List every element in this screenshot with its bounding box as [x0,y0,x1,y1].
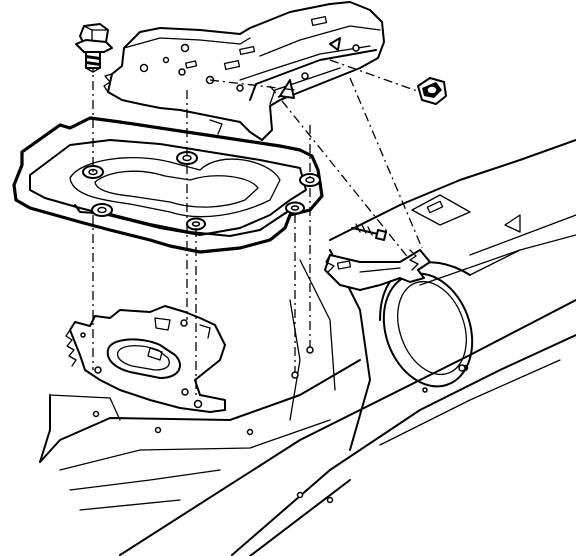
nut [417,77,447,105]
base-pan [65,305,226,413]
alignment-lines [92,59,423,395]
stud [351,223,387,241]
bolt [75,23,113,73]
tray [12,116,324,254]
brace [324,249,431,291]
mounting-bracket [103,1,385,141]
